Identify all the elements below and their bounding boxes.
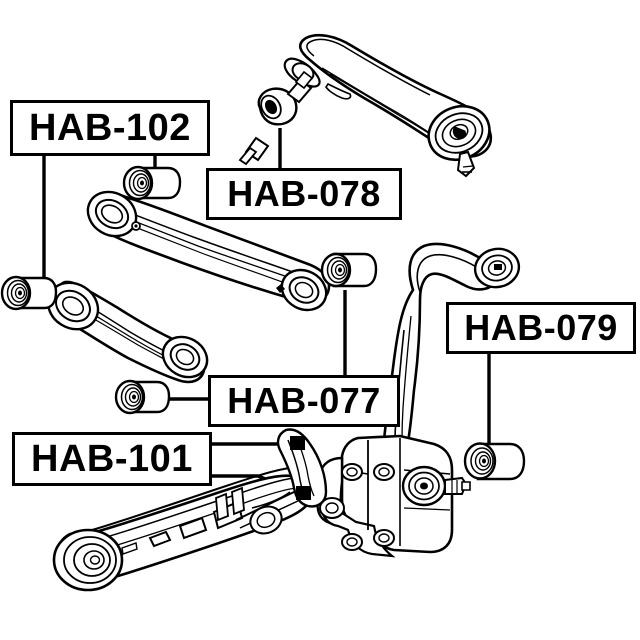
trailing-arm-lower-mount — [296, 486, 311, 500]
callout-hab-077[interactable]: HAB-077 — [208, 375, 400, 427]
lower-lateral-arm-inner-bushing — [114, 379, 171, 415]
lower-lateral-arm — [46, 280, 209, 384]
upper-lateral-arm-inner-bushing — [320, 252, 378, 288]
lower-lateral-arm-outer-bushing — [0, 275, 58, 311]
callout-hab-077-label: HAB-077 — [227, 380, 381, 421]
callout-hab-101-label: HAB-101 — [31, 438, 193, 480]
upper-control-arm — [283, 33, 493, 178]
upper-control-arm-inner-bushing — [238, 70, 314, 166]
upper-lateral-arm — [86, 190, 331, 312]
upper-lateral-arm-outer-bushing — [122, 165, 182, 201]
callout-hab-078[interactable]: HAB-078 — [206, 168, 402, 220]
callout-hab-079[interactable]: HAB-079 — [446, 302, 636, 354]
knuckle-assembly — [316, 242, 521, 558]
callout-hab-102-label: HAB-102 — [29, 107, 191, 149]
callout-hab-078-label: HAB-078 — [227, 173, 381, 214]
trailing-arm-upper-mount — [290, 436, 305, 450]
callout-hab-102[interactable]: HAB-102 — [10, 100, 210, 156]
callout-hab-079-label: HAB-079 — [464, 307, 618, 348]
leader-lines — [42, 128, 491, 494]
ball-joint-housing — [427, 104, 491, 178]
knuckle-lower-bushing — [463, 442, 526, 481]
callout-hab-101[interactable]: HAB-101 — [12, 432, 212, 486]
trailing-arm — [52, 428, 328, 592]
